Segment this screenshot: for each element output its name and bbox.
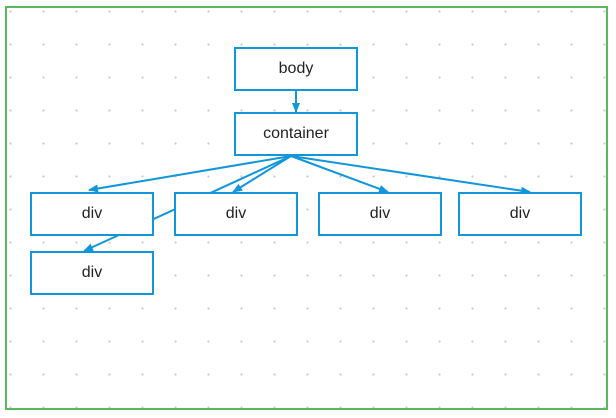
node-div-4[interactable]: div (458, 192, 582, 236)
node-div-2[interactable]: div (174, 192, 298, 236)
node-div-5[interactable]: div (30, 251, 154, 295)
node-container[interactable]: container (234, 112, 358, 156)
node-body[interactable]: body (234, 47, 358, 91)
node-div-3[interactable]: div (318, 192, 442, 236)
node-div-1[interactable]: div (30, 192, 154, 236)
